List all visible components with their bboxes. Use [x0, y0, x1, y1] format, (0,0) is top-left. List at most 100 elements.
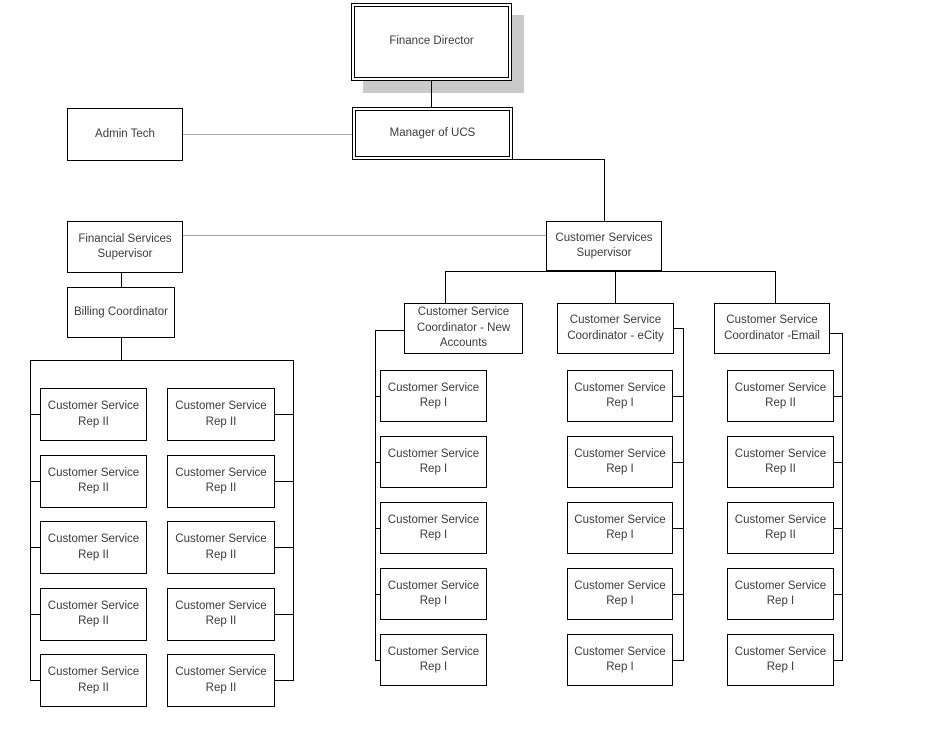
connector-manager-elbow-v: [604, 159, 605, 221]
org-node-manager-ucs: Manager of UCS: [352, 107, 513, 160]
connector-stub: [275, 547, 294, 548]
rep-column-email: Customer Service Rep II Customer Service…: [727, 370, 834, 700]
org-node-rep: Customer Service Rep I: [380, 568, 487, 620]
org-node-customer-services-supervisor: Customer Services Supervisor: [546, 221, 662, 271]
connector-billing-rail: [121, 338, 122, 360]
org-node-financial-services-supervisor: Financial Services Supervisor: [67, 221, 183, 273]
org-node-rep: Customer Service Rep II: [167, 521, 275, 574]
org-node-label: Customer Service Rep II: [175, 533, 267, 561]
rep-column-billing-a: Customer Service Rep II Customer Service…: [40, 388, 147, 721]
connector-stub: [30, 680, 40, 681]
org-node-admin-tech: Admin Tech: [67, 108, 183, 161]
connector-stub: [30, 547, 40, 548]
org-node-label: Customer Service Rep I: [734, 579, 827, 608]
connector-stub: [375, 528, 381, 529]
org-node-rep: Customer Service Rep I: [380, 502, 487, 554]
stub-coordinator-ecity: [674, 328, 683, 329]
drop-coordinator-ecity: [615, 271, 616, 303]
drop-coordinator-email: [775, 271, 776, 303]
org-node-rep: Customer Service Rep I: [567, 370, 673, 422]
rep-column-ecity: Customer Service Rep I Customer Service …: [567, 370, 673, 700]
org-node-rep: Customer Service Rep I: [380, 370, 487, 422]
connector-stub: [275, 481, 294, 482]
org-node-label: Customer Service Rep II: [175, 400, 267, 428]
connector-stub: [673, 462, 684, 463]
org-node-label: Manager of UCS: [389, 126, 476, 139]
double-border-inner: Finance Director: [354, 6, 509, 78]
org-node-rep: Customer Service Rep I: [380, 634, 487, 686]
rail-billing-left: [30, 360, 31, 680]
org-node-rep: Customer Service Rep I: [727, 568, 834, 620]
org-node-label: Customer Service Rep I: [574, 645, 666, 674]
org-node-label: Customer Service Rep I: [387, 447, 480, 476]
connector-manager-elbow-h: [512, 159, 604, 160]
org-node-label: Customer Service Rep II: [47, 466, 140, 495]
connector-stub: [834, 528, 843, 529]
org-node-rep: Customer Service Rep II: [167, 388, 275, 441]
org-node-label: Customer Service Coordinator -Email: [724, 314, 820, 342]
org-node-label: Customer Service Rep II: [175, 666, 267, 694]
rail-new-accounts: [375, 330, 376, 660]
connector-stub: [834, 594, 843, 595]
connector-stub: [275, 614, 294, 615]
org-node-rep: Customer Service Rep II: [727, 436, 834, 488]
rep-column-new-accounts: Customer Service Rep I Customer Service …: [380, 370, 487, 700]
org-node-label: Customer Service Rep II: [175, 466, 267, 495]
connector-stub: [30, 414, 40, 415]
org-node-label: Customer Service Rep I: [387, 381, 480, 410]
org-node-rep: Customer Service Rep II: [40, 454, 147, 508]
org-node-label: Customer Service Rep II: [734, 447, 827, 476]
rail-billing-right: [293, 360, 294, 680]
org-node-label: Customer Service Rep I: [574, 579, 666, 608]
connector-stub: [834, 396, 843, 397]
org-node-rep: Customer Service Rep II: [40, 587, 147, 641]
double-border-inner: Manager of UCS: [355, 110, 510, 157]
org-node-label: Customer Services Supervisor: [555, 231, 653, 260]
org-node-label: Admin Tech: [95, 127, 155, 140]
connector-stub: [375, 594, 381, 595]
org-node-label: Customer Service Rep II: [47, 666, 140, 694]
connector-stub: [375, 462, 381, 463]
connector-stub: [30, 614, 40, 615]
org-node-label: Customer Service Rep I: [387, 513, 480, 542]
connector-stub: [275, 414, 294, 415]
org-node-rep: Customer Service Rep II: [167, 587, 275, 641]
org-node-label: Customer Service Rep II: [734, 513, 827, 542]
connector-stub: [375, 396, 381, 397]
org-node-label: Customer Service Rep II: [175, 599, 267, 628]
rail-ecity: [683, 328, 684, 660]
org-node-coordinator-email: Customer Service Coordinator -Email: [714, 303, 830, 354]
connector-finance-manager: [431, 81, 432, 107]
connector-stub: [30, 481, 40, 482]
org-node-rep: Customer Service Rep I: [567, 634, 673, 686]
org-node-label: Customer Service Rep II: [47, 599, 140, 628]
org-node-finance-director: Finance Director: [351, 3, 512, 81]
org-node-label: Customer Service Rep I: [574, 447, 666, 476]
org-node-rep: Customer Service Rep II: [727, 502, 834, 554]
connector-fss-css: [183, 235, 546, 236]
org-node-label: Customer Service Coordinator - New Accou…: [416, 306, 511, 350]
org-node-label: Customer Service Rep II: [47, 400, 140, 428]
connector-stub: [375, 660, 381, 661]
org-node-label: Customer Service Rep I: [734, 645, 827, 674]
rail-billing-top: [30, 360, 294, 361]
org-node-label: Finance Director: [389, 35, 474, 48]
org-node-label: Customer Service Coordinator - eCity: [567, 314, 664, 342]
connector-stub: [673, 660, 684, 661]
org-node-label: Customer Service Rep I: [387, 579, 480, 608]
connector-admin-manager: [183, 134, 352, 135]
org-node-label: Customer Service Rep I: [387, 645, 480, 674]
org-node-rep: Customer Service Rep II: [727, 370, 834, 422]
stub-coordinator-email: [830, 333, 842, 334]
connector-stub: [673, 396, 684, 397]
drop-coordinator-new: [445, 271, 446, 303]
org-node-rep: Customer Service Rep I: [727, 634, 834, 686]
connector-fss-billing: [121, 273, 122, 287]
connector-stub: [673, 528, 684, 529]
org-node-coordinator-new-accounts: Customer Service Coordinator - New Accou…: [404, 303, 523, 354]
connector-stub: [275, 680, 294, 681]
rail-email: [842, 333, 843, 660]
org-node-label: Customer Service Rep I: [574, 513, 666, 542]
org-node-billing-coordinator: Billing Coordinator: [67, 287, 175, 338]
org-node-rep: Customer Service Rep II: [167, 454, 275, 508]
